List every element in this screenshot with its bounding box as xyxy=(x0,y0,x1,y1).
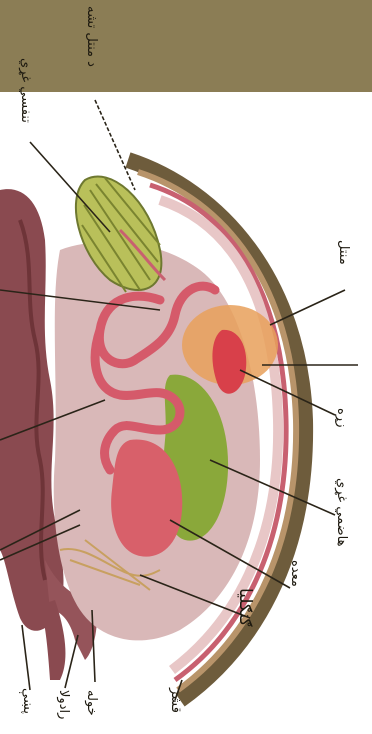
label-mantle-cavity: د منتل تشه xyxy=(84,6,99,67)
label-stomach: معده xyxy=(288,560,303,587)
label-foot: پښې xyxy=(19,688,35,714)
label-mantle: منتل xyxy=(336,240,351,265)
label-mouth: خوله xyxy=(84,690,99,716)
label-ganglion: ګنګلیا xyxy=(235,588,255,627)
label-digestive-gland: هاضمي غړي xyxy=(334,478,349,547)
label-heart: زړه xyxy=(334,408,349,428)
label-respiratory-organ: تنفسي غړي xyxy=(18,58,33,123)
label-shell: قشر xyxy=(168,687,183,713)
label-radula: رادولا xyxy=(56,690,71,719)
